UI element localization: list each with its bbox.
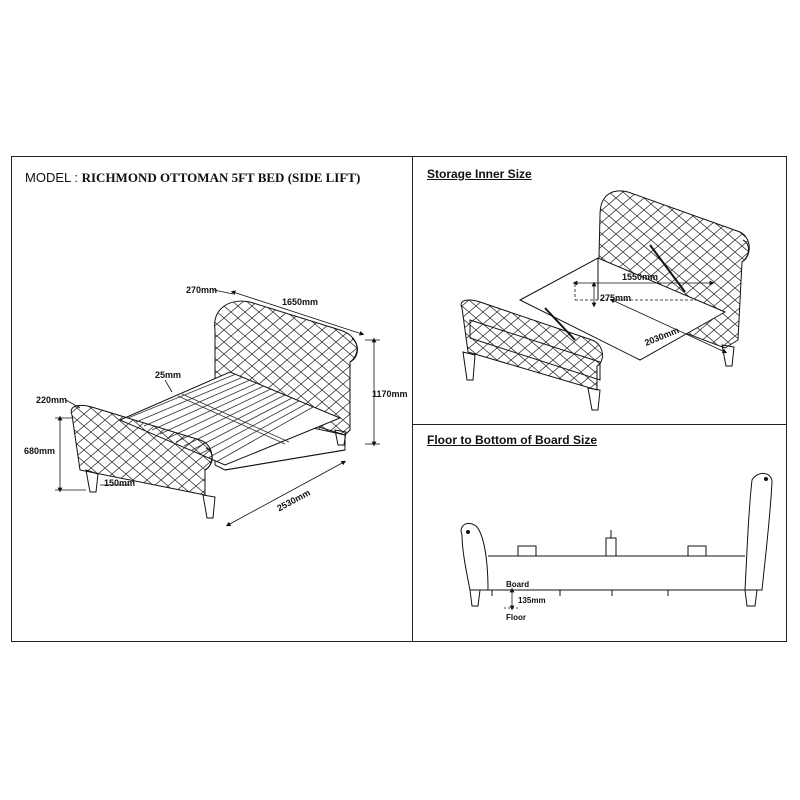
main-dimension-lines — [55, 289, 380, 527]
dim-overall-height: 1170mm — [372, 389, 408, 399]
floor-label: Floor — [506, 613, 526, 622]
panel-divider-vertical — [412, 156, 413, 642]
storage-leg-right — [587, 387, 601, 411]
dim-footboard-height: 680mm — [24, 446, 55, 456]
dim-width: 1650mm — [282, 297, 318, 307]
profile-slat-block-3 — [687, 545, 707, 557]
storage-footboard — [460, 299, 603, 391]
leg-back — [334, 429, 347, 446]
profile-footboard — [460, 522, 489, 591]
profile-leg-right — [744, 589, 758, 607]
drawing-sheet — [11, 156, 787, 642]
board-label: Board — [506, 580, 529, 589]
dim-leg-height: 150mm — [104, 478, 135, 488]
dim-headboard-depth: 270mm — [186, 285, 217, 295]
profile-headboard — [744, 473, 773, 591]
leg-front-left — [85, 469, 99, 493]
storage-heading: Storage Inner Size — [427, 167, 532, 181]
profile-slat-block-1 — [517, 545, 537, 557]
storage-dimension-lines — [572, 280, 728, 354]
storage-depth: 275mm — [600, 293, 631, 303]
model-name: RICHMOND OTTOMAN 5FT BED (SIDE LIFT) — [81, 170, 361, 185]
profile-slat-block-2 — [605, 537, 617, 557]
profile-leg-left — [469, 589, 481, 607]
model-title: MODEL : RICHMOND OTTOMAN 5FT BED (SIDE L… — [25, 170, 360, 186]
dim-length: 2530mm — [275, 487, 312, 513]
storage-leg-back — [721, 344, 735, 367]
storage-width: 1550mm — [622, 272, 658, 282]
clearance-value: 135mm — [518, 596, 546, 605]
leg-front-right — [202, 494, 216, 519]
main-bed-illustration — [70, 300, 358, 519]
model-prefix: MODEL : — [25, 170, 78, 185]
dim-slat-gap: 25mm — [155, 370, 181, 380]
panel-divider-horizontal — [412, 424, 787, 425]
side-profile-illustration — [460, 473, 773, 607]
storage-leg-left — [462, 351, 476, 381]
floor-heading: Floor to Bottom of Board Size — [427, 433, 597, 447]
clearance-dimension — [504, 587, 530, 611]
dim-footboard-depth: 220mm — [36, 395, 67, 405]
